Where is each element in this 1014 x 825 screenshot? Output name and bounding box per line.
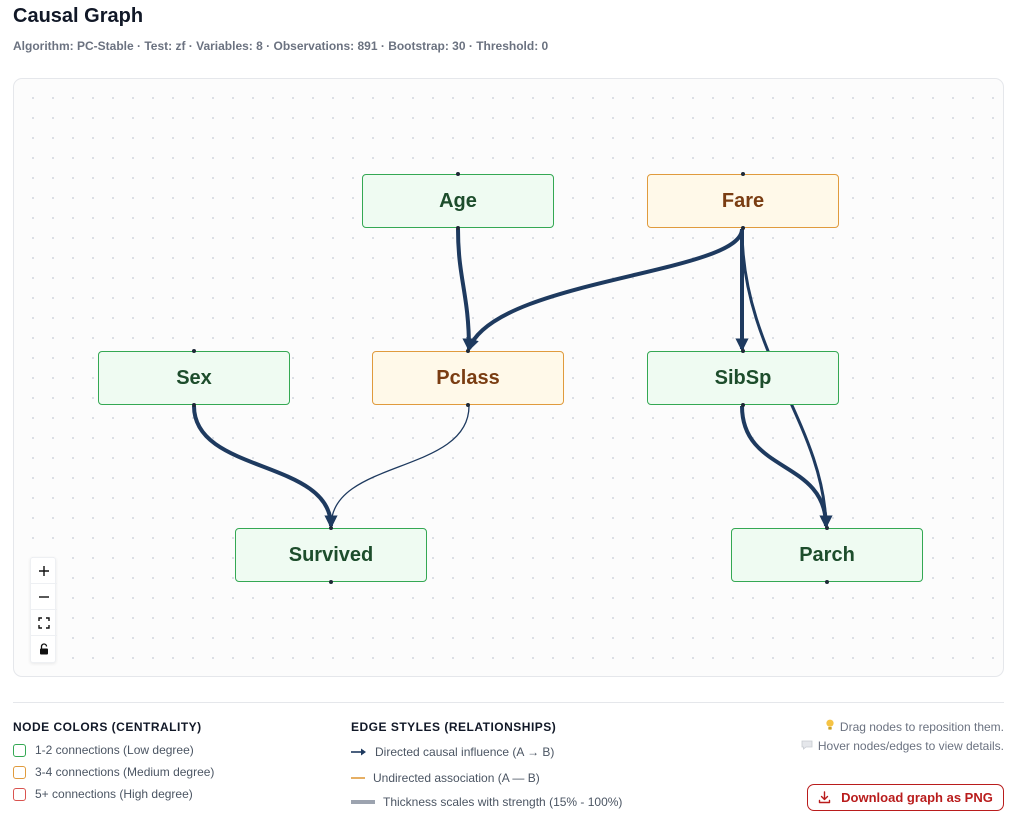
edge-fare-pclass[interactable] [466,228,744,352]
zoom-in-button[interactable] [31,558,57,584]
graph-metadata: Algorithm: PC-Stable · Test: zf · Variab… [13,39,549,53]
download-icon [818,791,831,804]
graph-controls [30,557,57,663]
download-png-button[interactable]: Download graph as PNG [807,784,1004,811]
node-handle[interactable] [741,226,745,230]
hint-text: Hover nodes/edges to view details. [817,739,1004,753]
edge-pclass-survived[interactable] [325,405,470,529]
speech-bubble-icon [801,740,813,753]
edge-sex-survived[interactable] [192,405,338,529]
node-handle[interactable] [741,403,745,407]
toggle-interactivity-button[interactable] [31,636,57,662]
node-colors-heading: NODE COLORS (CENTRALITY) [13,720,202,734]
legend-label: 3-4 connections (Medium degree) [35,765,215,779]
node-parch[interactable]: Parch [731,526,923,584]
node-handle[interactable] [825,580,829,584]
drag-hint: Drag nodes to reposition them. [825,719,1004,734]
lock-icon [40,643,48,655]
fit-view-icon [38,616,50,629]
node-label: Age [439,189,477,212]
hint-text: Drag nodes to reposition them. [839,719,1004,734]
legend-item-medium-degree: 3-4 connections (Medium degree) [13,765,214,779]
node-label: Parch [799,543,855,566]
red-swatch-icon [13,787,26,801]
lightbulb-icon [825,719,835,734]
plus-icon [39,565,49,576]
node-handle[interactable] [329,580,333,584]
page-title: Causal Graph [13,5,144,27]
node-sex[interactable]: Sex [98,349,290,407]
orange-line-icon [351,773,365,783]
graph-canvas[interactable]: Age Fare Sex Pclass SibSp Survived Parch [13,78,1004,677]
fit-view-button[interactable] [31,610,57,636]
legend-item-thickness: Thickness scales with strength (15% - 10… [351,795,622,809]
node-handle[interactable] [456,172,460,176]
node-handle[interactable] [456,226,460,230]
edge-age-pclass[interactable] [456,228,476,352]
legend-item-high-degree: 5+ connections (High degree) [13,787,193,801]
node-handle[interactable] [466,349,470,353]
download-label: Download graph as PNG [841,790,993,805]
node-handle[interactable] [741,172,745,176]
node-label: SibSp [714,366,772,389]
node-label: Survived [288,543,374,566]
section-divider [13,702,1004,703]
green-swatch-icon [13,743,26,757]
node-pclass[interactable]: Pclass [372,349,564,407]
legend-item-directed: Directed causal influence (A → B) [351,745,554,759]
edge-styles-heading: EDGE STYLES (RELATIONSHIPS) [351,720,557,734]
arrow-right-icon [351,747,367,757]
node-handle[interactable] [741,349,745,353]
node-age[interactable]: Age [362,172,554,230]
graph-edges [192,228,833,529]
node-label: Sex [176,366,212,389]
minus-icon [39,595,49,598]
legend-label: Thickness scales with strength (15% - 10… [383,795,623,809]
node-fare[interactable]: Fare [647,172,839,230]
node-handle[interactable] [825,526,829,530]
legend-item-undirected: Undirected association (A — B) [351,771,540,785]
edge-sibsp-parch[interactable] [740,405,833,529]
legend-label: 5+ connections (High degree) [35,787,193,801]
orange-swatch-icon [13,765,26,779]
legend-item-low-degree: 1-2 connections (Low degree) [13,743,194,757]
hover-hint: Hover nodes/edges to view details. [801,739,1004,753]
node-handle[interactable] [192,403,196,407]
node-sibsp[interactable]: SibSp [647,349,839,407]
node-handle[interactable] [192,349,196,353]
legend-label: Undirected association (A — B) [373,771,540,785]
node-label: Fare [721,189,765,212]
node-handle[interactable] [329,526,333,530]
node-handle[interactable] [466,403,470,407]
legend-label: Directed causal influence (A → B) [375,745,555,759]
node-label: Pclass [436,366,500,389]
thick-line-icon [351,797,375,807]
zoom-out-button[interactable] [31,584,57,610]
legend-label: 1-2 connections (Low degree) [35,743,194,757]
node-survived[interactable]: Survived [235,526,427,584]
